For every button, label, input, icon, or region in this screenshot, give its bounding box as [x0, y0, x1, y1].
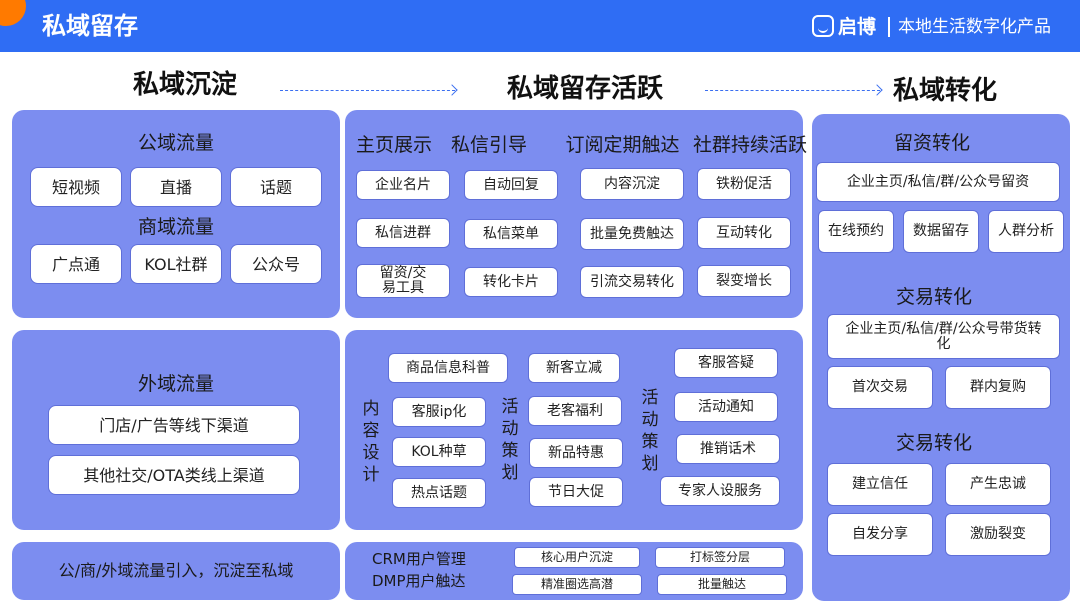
dm-item: 私信菜单	[464, 219, 558, 249]
dmp-label: DMP用户触达	[372, 572, 466, 590]
crm-label: CRM用户管理	[372, 550, 466, 568]
commerce-item: 广点通	[30, 244, 122, 284]
public-traffic-title: 公域流量	[137, 132, 214, 154]
content-item: 客服ip化	[392, 397, 486, 427]
home-item: 私信进群	[356, 218, 450, 248]
dm-item: 转化卡片	[464, 267, 558, 297]
crm-item: 核心用户沉淀	[514, 547, 640, 568]
trade-title-1: 交易转化	[895, 286, 972, 308]
service-item: 推销话术	[676, 434, 780, 464]
retain-item: 人群分析	[988, 210, 1064, 253]
header-bar	[0, 0, 1080, 52]
col-title-subscribe: 订阅定期触达	[565, 134, 680, 156]
col-title-home: 主页展示	[355, 134, 432, 156]
crm-item: 批量触达	[657, 574, 787, 595]
crm-item: 打标签分层	[655, 547, 785, 568]
crm-item: 精准圈选高潜	[512, 574, 642, 595]
trade-wide-item: 企业主页/私信/群/公众号带货转化	[827, 314, 1060, 359]
flow-arrow-2	[705, 90, 880, 91]
subscribe-item: 批量免费触达	[580, 218, 684, 250]
retain-item: 数据留存	[903, 210, 979, 253]
public-item: 短视频	[30, 167, 122, 207]
trade-item: 产生忠诚	[945, 463, 1051, 506]
public-item: 话题	[230, 167, 322, 207]
activity-plan-label-2: 活动策划	[641, 388, 659, 474]
dm-item: 自动回复	[464, 170, 558, 200]
group-item: 铁粉促活	[697, 168, 791, 200]
col-title-dm: 私信引导	[450, 134, 527, 156]
public-item: 直播	[130, 167, 222, 207]
brand-divider	[888, 17, 890, 37]
activity-item: 节日大促	[529, 477, 623, 507]
service-item: 活动通知	[674, 392, 778, 422]
content-design-label: 内容设计	[362, 399, 380, 485]
content-item: KOL种草	[392, 437, 486, 467]
external-traffic-title: 外域流量	[137, 373, 214, 395]
brand-slogan: 本地生活数字化产品	[898, 17, 1051, 37]
trade-item: 首次交易	[827, 366, 933, 409]
home-item: 留资/交易工具	[356, 264, 450, 298]
commerce-traffic-title: 商域流量	[137, 216, 214, 238]
content-item: 热点话题	[392, 478, 486, 508]
retain-title: 留资转化	[893, 132, 970, 154]
content-item: 商品信息科普	[388, 353, 508, 383]
subscribe-item: 引流交易转化	[580, 266, 684, 298]
flow-arrow-1	[280, 90, 455, 91]
trade-item: 建立信任	[827, 463, 933, 506]
commerce-item: KOL社群	[130, 244, 222, 284]
trade-title-2: 交易转化	[895, 432, 972, 454]
group-item: 互动转化	[697, 217, 791, 249]
brand-logo-icon	[812, 15, 834, 37]
retain-wide-item: 企业主页/私信/群/公众号留资	[816, 162, 1060, 202]
activity-item: 新客立减	[528, 353, 620, 383]
trade-item: 群内复购	[945, 366, 1051, 409]
trade-item: 激励裂变	[945, 513, 1051, 556]
external-item: 其他社交/OTA类线上渠道	[48, 455, 300, 495]
activity-item: 新品特惠	[529, 438, 623, 468]
col-title-group: 社群持续活跃	[693, 134, 808, 156]
stage-title-convert: 私域转化	[892, 76, 997, 106]
activity-plan-label-1: 活动策划	[501, 397, 519, 483]
page-title: 私域留存	[42, 12, 138, 40]
home-item: 企业名片	[356, 170, 450, 200]
stage-title-accumulate: 私域沉淀	[132, 70, 237, 100]
brand-name: 启博	[838, 16, 877, 38]
panel-left-bottom	[12, 542, 340, 600]
external-item: 门店/广告等线下渠道	[48, 405, 300, 445]
service-item: 客服答疑	[674, 348, 778, 378]
stage-title-retain: 私域留存活跃	[506, 74, 663, 104]
retain-item: 在线预约	[818, 210, 894, 253]
activity-item: 老客福利	[528, 396, 622, 426]
commerce-item: 公众号	[230, 244, 322, 284]
service-item: 专家人设服务	[660, 476, 780, 506]
subscribe-item: 内容沉淀	[580, 168, 684, 200]
group-item: 裂变增长	[697, 265, 791, 297]
left-bottom-text: 公/商/外域流量引入，沉淀至私域	[58, 561, 294, 580]
trade-item: 自发分享	[827, 513, 933, 556]
